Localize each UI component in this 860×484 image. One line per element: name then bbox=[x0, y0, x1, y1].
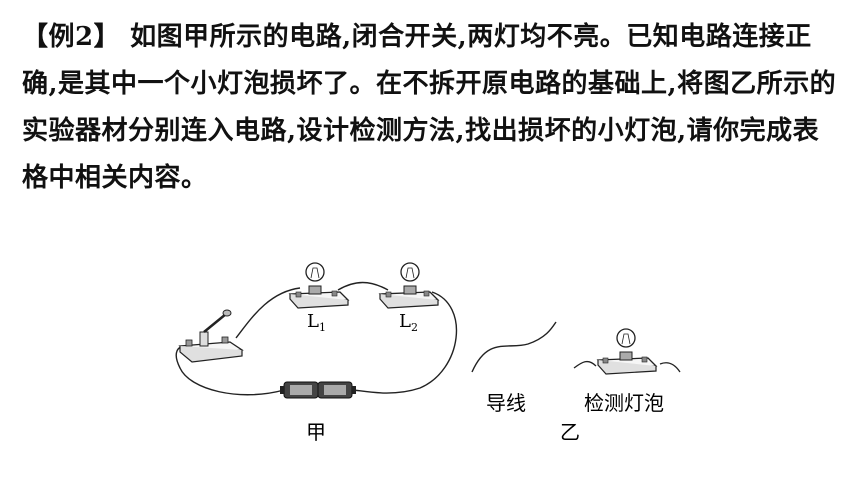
lamp-l1-label: L1 bbox=[307, 311, 326, 334]
circuit-figure: L1 L2 甲 导线 bbox=[175, 262, 681, 444]
caption-jia: 甲 bbox=[306, 420, 326, 444]
test-lamp bbox=[573, 328, 681, 375]
lamp-l2 bbox=[378, 262, 440, 309]
example-tag: 【例2】 bbox=[22, 22, 121, 52]
switch bbox=[178, 309, 244, 363]
wire-switch-to-l1 bbox=[235, 287, 301, 339]
tester-label: 检测灯泡 bbox=[584, 391, 664, 415]
problem-body: 如图甲所示的电路,闭合开关,两灯均不亮。已知电路连接正确,是其中一个小灯泡损坏了… bbox=[22, 22, 837, 193]
wire-battery-to-switch bbox=[175, 345, 285, 396]
lamp-l1 bbox=[288, 262, 350, 309]
circuit-wires bbox=[175, 281, 458, 396]
loose-wire bbox=[471, 321, 557, 373]
wire-l1-to-l2 bbox=[337, 281, 389, 291]
battery-pack bbox=[280, 381, 356, 399]
wire-label: 导线 bbox=[486, 391, 526, 415]
caption-yi: 乙 bbox=[560, 420, 580, 444]
wire-l2-to-battery bbox=[351, 291, 458, 394]
problem-text: 【例2】如图甲所示的电路,闭合开关,两灯均不亮。已知电路连接正确,是其中一个小灯… bbox=[22, 14, 842, 202]
lamp-l2-label: L2 bbox=[399, 311, 418, 334]
